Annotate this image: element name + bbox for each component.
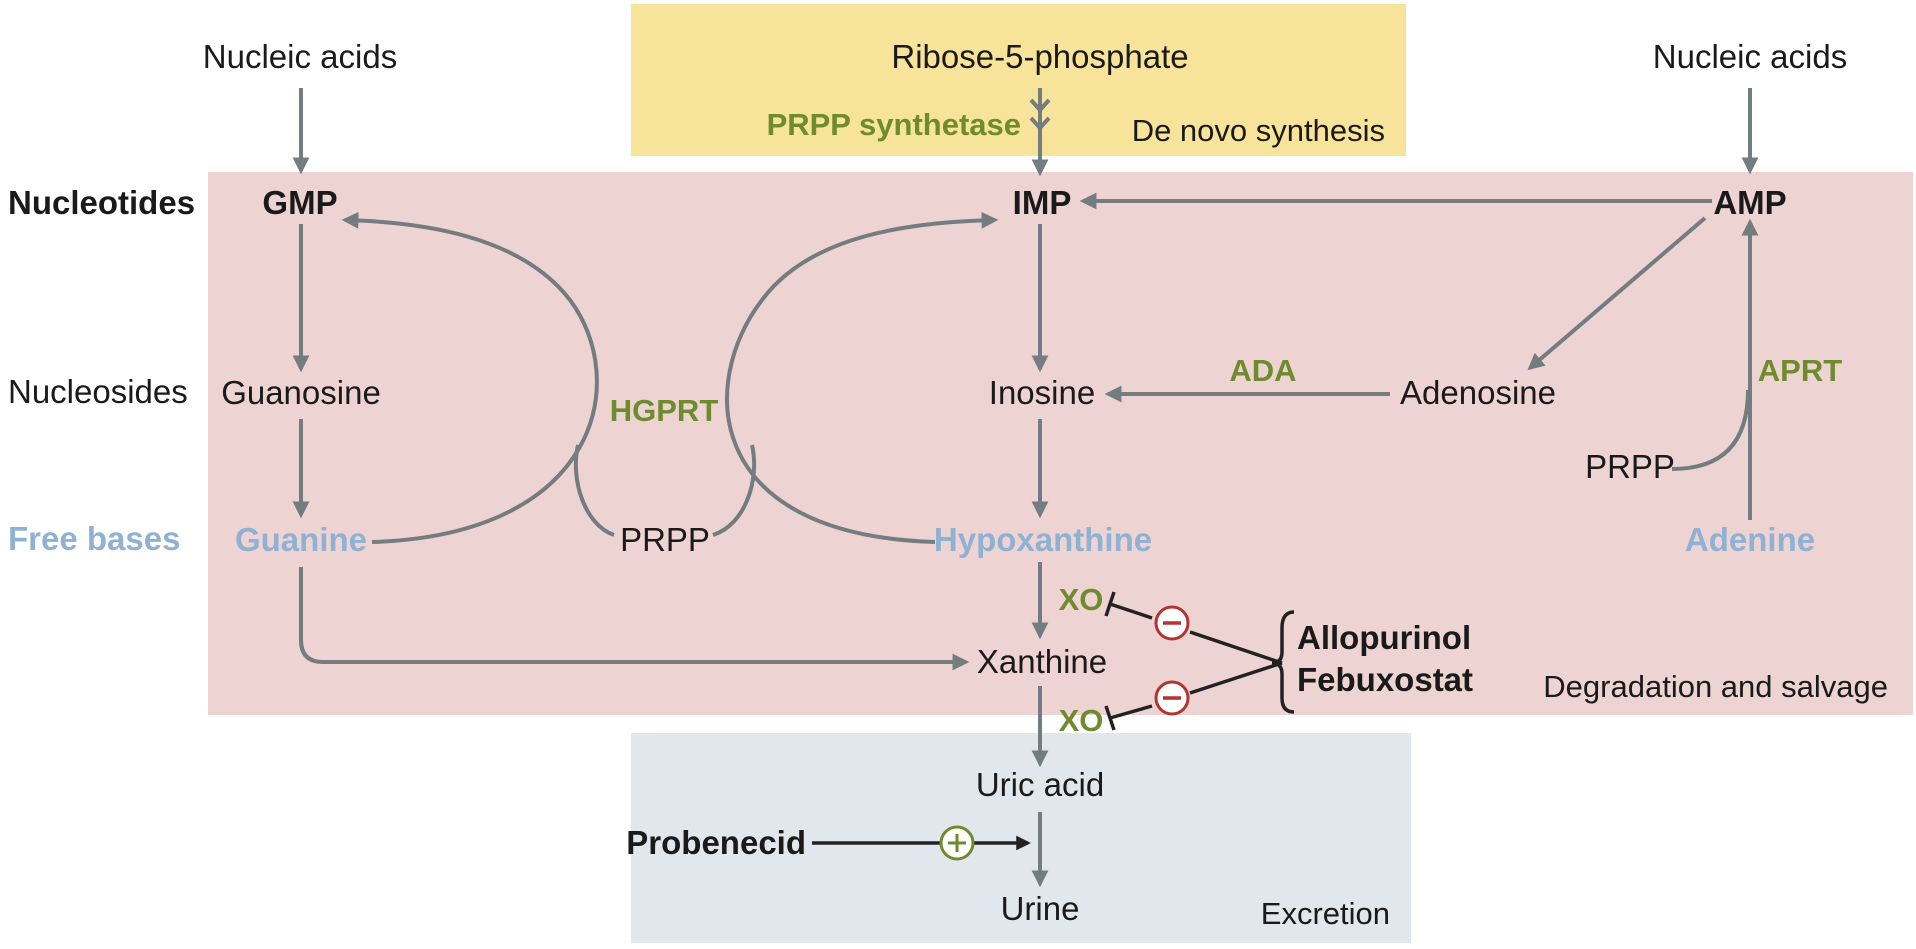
chevron-upper (1029, 98, 1051, 113)
inhibit-bar-lower (1104, 705, 1116, 731)
node-adenine: Adenine (1685, 521, 1815, 558)
node-inosine: Inosine (989, 374, 1095, 411)
enzyme-aprt: APRT (1758, 353, 1842, 388)
node-uric-acid: Uric acid (976, 766, 1104, 803)
inhibit-symbol-lower (1154, 680, 1190, 716)
arrow-prpp-to-gmp-loop (573, 444, 615, 537)
arrow-prpp-to-aprt (1671, 389, 1750, 471)
row-label-nucleotides: Nucleotides (8, 184, 195, 221)
node-nucleic-acids-right: Nucleic acids (1653, 38, 1847, 75)
row-label-nucleosides: Nucleosides (8, 373, 188, 410)
excretion-label: Excretion (1261, 896, 1390, 931)
node-gmp: GMP (262, 184, 337, 221)
enzyme-xo-lower: XO (1059, 703, 1104, 738)
inhibit-bar-upper (1104, 591, 1116, 617)
node-nucleic-acids-left: Nucleic acids (203, 38, 397, 75)
node-adenosine: Adenosine (1400, 374, 1556, 411)
drug-brace (1271, 610, 1295, 714)
arrow-guanine-to-xanthine (299, 567, 970, 671)
node-prpp-mid: PRPP (620, 521, 710, 558)
arrow-hypoxanthine-to-imp (725, 211, 999, 544)
arrow-amp-to-adenosine (1527, 216, 1707, 371)
enzyme-hgprt: HGPRT (610, 393, 719, 428)
de-novo-region (631, 4, 1406, 156)
stimulate-symbol (939, 825, 975, 861)
node-imp: IMP (1013, 184, 1072, 221)
arrow-prpp-to-imp-loop (712, 444, 757, 537)
inhibit-line-upper (1109, 602, 1283, 665)
drug-febuxostat: Febuxostat (1297, 661, 1473, 698)
drug-probenecid: Probenecid (626, 824, 806, 861)
inhibit-line-lower (1109, 661, 1283, 720)
arrow-guanine-to-gmp (341, 211, 599, 544)
node-urine: Urine (1001, 890, 1080, 927)
enzyme-ada: ADA (1229, 353, 1296, 388)
node-guanosine: Guanosine (221, 374, 381, 411)
chevron-lower (1029, 116, 1051, 131)
node-prpp-right: PRPP (1585, 448, 1675, 485)
row-label-free-bases: Free bases (8, 520, 180, 557)
degradation-label: Degradation and salvage (1543, 669, 1888, 704)
node-guanine: Guanine (235, 521, 367, 558)
node-ribose-5-phosphate: Ribose-5-phosphate (891, 38, 1188, 75)
node-xanthine: Xanthine (977, 643, 1107, 680)
enzyme-xo-upper: XO (1059, 582, 1104, 617)
inhibit-symbol-upper (1154, 605, 1190, 641)
enzyme-prpp-synthetase: PRPP synthetase (767, 107, 1021, 142)
node-amp: AMP (1713, 184, 1786, 221)
degradation-region (208, 172, 1913, 715)
de-novo-label: De novo synthesis (1132, 113, 1385, 148)
drug-allopurinol: Allopurinol (1297, 619, 1471, 656)
node-hypoxanthine: Hypoxanthine (934, 521, 1152, 558)
